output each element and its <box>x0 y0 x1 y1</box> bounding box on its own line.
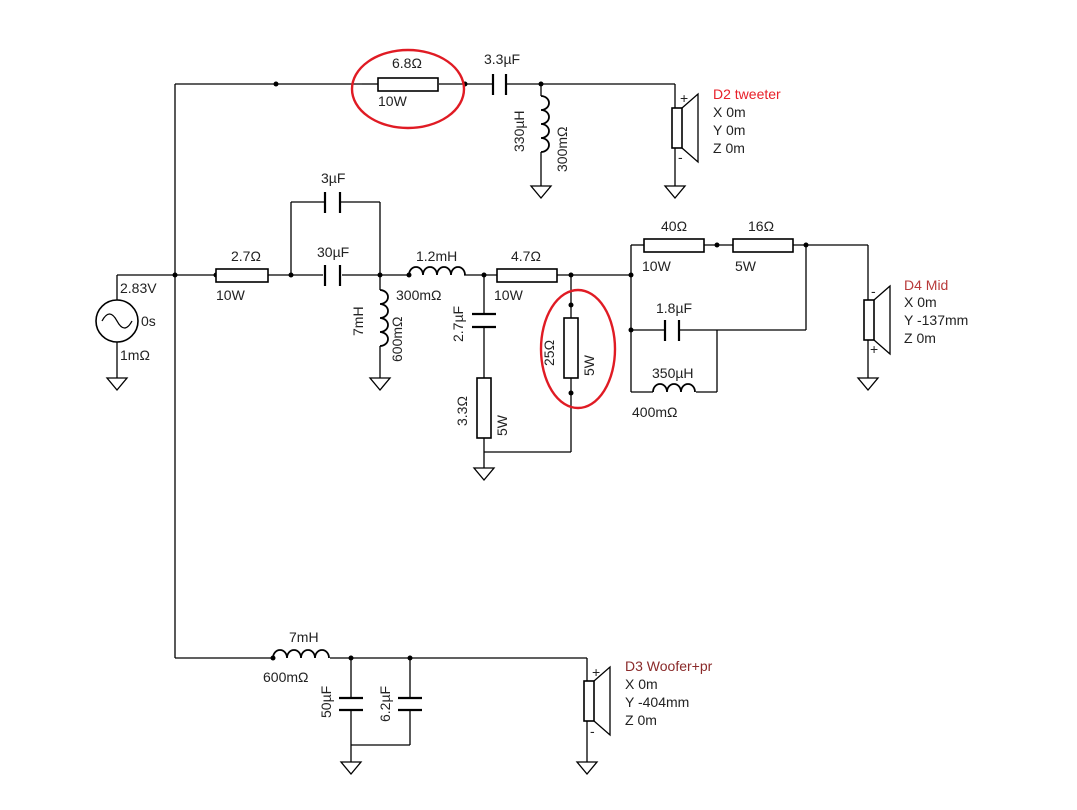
mid-shunt-cap-value: 2.7µF <box>450 306 466 342</box>
mid-bypass-cap-value: 30µF <box>317 244 349 260</box>
mid-notch-cap[interactable]: 1.8µF <box>656 300 692 341</box>
highlight-circle-shunt-resistor <box>539 288 617 410</box>
mid-shunt-res2-value: 25Ω <box>541 340 557 366</box>
tweeter-inductor-resistance: 300mΩ <box>554 127 570 173</box>
tweeter-speaker-icon[interactable]: + - <box>671 90 699 165</box>
woofer-inductor[interactable]: 7mH 600mΩ <box>263 629 330 685</box>
mid-speaker-icon[interactable]: - + <box>863 283 891 357</box>
mid-notch-inductor-value: 350µH <box>652 365 694 381</box>
woofer-driver-x: X 0m <box>625 676 658 692</box>
junction-dots <box>172 81 809 661</box>
tweeter-minus: - <box>678 149 683 165</box>
woofer-plus: + <box>592 664 600 680</box>
ground-icon <box>663 185 687 200</box>
mid-res-16-power: 5W <box>735 258 757 274</box>
tweeter-driver-z: Z 0m <box>713 140 745 156</box>
tweeter-resistor-power: 10W <box>378 93 408 109</box>
mid-notch-inductor-resistance: 400mΩ <box>632 404 678 420</box>
mid-res-40-value: 40Ω <box>661 218 687 234</box>
mid-series-res2-power: 10W <box>494 287 524 303</box>
mid-series-inductor-resistance: 300mΩ <box>396 287 442 303</box>
mid-res-16[interactable]: 16Ω 5W <box>732 218 794 274</box>
ground-icon <box>529 185 553 200</box>
voltage-source-icon[interactable] <box>95 299 139 343</box>
mid-driver-y: Y -137mm <box>904 312 968 328</box>
mid-series-res2-value: 4.7Ω <box>511 248 541 264</box>
mid-shunt-inductor-value: 7mH <box>350 306 366 336</box>
mid-shunt-res2-power: 5W <box>581 354 597 376</box>
tweeter-resistor-value: 6.8Ω <box>392 55 422 71</box>
mid-bypass-cap-top-value: 3µF <box>321 170 345 186</box>
mid-driver-x: X 0m <box>904 294 937 310</box>
wires <box>116 83 869 762</box>
ground-icon <box>575 761 599 776</box>
ground-icon <box>105 377 129 392</box>
source-resistance: 1mΩ <box>120 347 150 363</box>
ground-icon <box>368 377 392 392</box>
mid-res-16-value: 16Ω <box>748 218 774 234</box>
mid-series-res2[interactable]: 4.7Ω 10W <box>494 248 558 303</box>
mid-driver-z: Z 0m <box>904 330 936 346</box>
mid-shunt-cap[interactable]: 2.7µF <box>450 306 496 342</box>
mid-res-40[interactable]: 40Ω 10W <box>642 218 705 274</box>
mid-shunt-res-power: 5W <box>494 414 510 436</box>
tweeter-driver-x: X 0m <box>713 104 746 120</box>
tweeter-inductor-value: 330µH <box>511 110 527 152</box>
mid-shunt-inductor[interactable]: 7mH 600mΩ <box>350 289 405 363</box>
woofer-inductor-value: 7mH <box>289 629 319 645</box>
mid-shunt-res[interactable]: 3.3Ω 5W <box>454 377 510 439</box>
mid-plus: + <box>870 341 878 357</box>
mid-series-inductor-value: 1.2mH <box>416 248 457 264</box>
woofer-driver-y: Y -404mm <box>625 694 689 710</box>
woofer-driver-name: D3 Woofer+pr <box>625 658 713 674</box>
highlight-circle-tweeter-resistor <box>350 48 466 130</box>
woofer-cap1-value: 50µF <box>318 686 334 718</box>
ground-icon <box>339 761 363 776</box>
mid-minus: - <box>871 283 876 299</box>
woofer-cap-50[interactable]: 50µF <box>318 686 363 718</box>
tweeter-driver-name: D2 tweeter <box>713 86 781 102</box>
woofer-driver-z: Z 0m <box>625 712 657 728</box>
woofer-minus: - <box>590 723 595 739</box>
mid-bypass-cap[interactable]: 30µF <box>317 244 349 286</box>
mid-driver-name: D4 Mid <box>904 277 948 293</box>
tweeter-driver-y: Y 0m <box>713 122 745 138</box>
mid-shunt-res-value: 3.3Ω <box>454 396 470 426</box>
tweeter-plus: + <box>680 90 688 106</box>
tweeter-capacitor-value: 3.3µF <box>484 51 520 67</box>
mid-series-resistor-value: 2.7Ω <box>231 248 261 264</box>
woofer-cap2-value: 6.2µF <box>377 686 393 722</box>
tweeter-resistor[interactable]: 6.8Ω 10W <box>362 55 439 109</box>
mid-notch-cap-value: 1.8µF <box>656 300 692 316</box>
tweeter-capacitor[interactable]: 3.3µF <box>484 51 520 95</box>
tweeter-inductor[interactable]: 330µH 300mΩ <box>511 95 570 173</box>
mid-notch-inductor[interactable]: 350µH 400mΩ <box>632 365 696 420</box>
mid-series-resistor[interactable]: 2.7Ω 10W <box>215 248 269 303</box>
ground-icon <box>856 377 880 392</box>
source-delay: 0s <box>141 313 156 329</box>
mid-res-40-power: 10W <box>642 258 672 274</box>
woofer-speaker-icon[interactable]: + - <box>583 664 611 739</box>
woofer-cap-6-2[interactable]: 6.2µF <box>377 686 422 722</box>
woofer-inductor-resistance: 600mΩ <box>263 669 309 685</box>
mid-shunt-inductor-resistance: 600mΩ <box>389 317 405 363</box>
mid-shunt-res2[interactable]: 25Ω 5W <box>541 317 597 379</box>
mid-bypass-cap-top[interactable]: 3µF <box>321 170 345 213</box>
ground-icon <box>472 467 496 482</box>
source-voltage: 2.83V <box>120 280 157 296</box>
mid-series-inductor[interactable]: 1.2mH 300mΩ <box>396 248 466 303</box>
mid-series-resistor-power: 10W <box>216 287 246 303</box>
